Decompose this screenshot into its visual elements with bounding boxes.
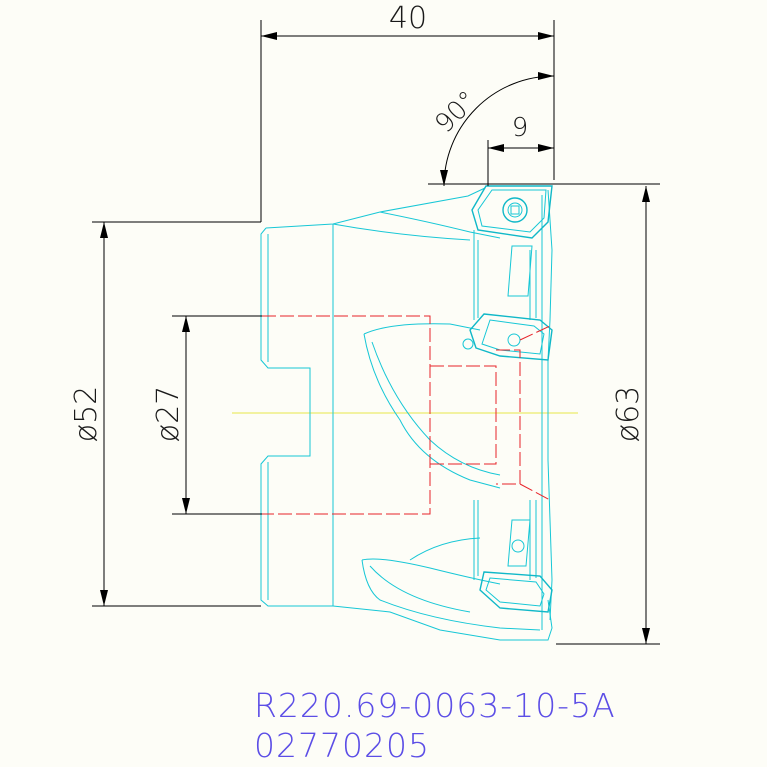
hidden-bore-lines (262, 315, 551, 515)
insert-pocket-bottom (479, 571, 553, 613)
dim-diameter-52: ø52 (69, 222, 261, 607)
cutter-body-outline (260, 187, 553, 641)
dim-diameter-52-label: ø52 (69, 386, 104, 443)
insert-pocket-middle (462, 313, 553, 361)
dim-diameter-63: ø63 (556, 183, 660, 645)
dim-angle-90: 90° (428, 72, 560, 187)
dim-diameter-27: ø27 (151, 315, 262, 515)
dim-diameter-63-label: ø63 (611, 386, 646, 443)
dim-offset-9: 9 (487, 113, 554, 186)
product-code: R220.69-0063-10-5A (254, 686, 616, 725)
insert-pocket-top (471, 185, 553, 239)
dim-diameter-27-label: ø27 (151, 386, 186, 443)
dim-width-label: 40 (389, 1, 427, 36)
dim-offset-label: 9 (512, 113, 529, 143)
dim-angle-label: 90° (429, 85, 483, 139)
item-number: 02770205 (254, 726, 430, 765)
dim-width-40: 40 (92, 1, 555, 223)
